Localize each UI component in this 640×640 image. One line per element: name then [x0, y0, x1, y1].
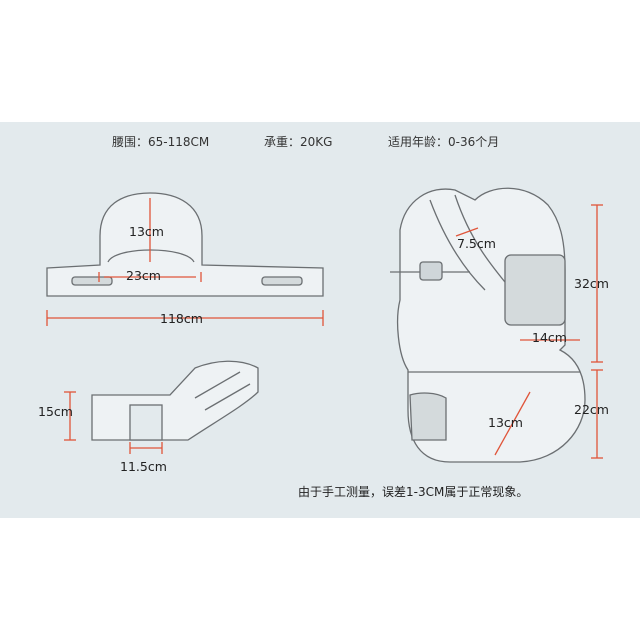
seat-height-label: 13cm [129, 224, 164, 239]
dimension-lines [46, 198, 603, 459]
measurement-note: 由于手工测量，误差1-3CM属于正常现象。 [298, 485, 529, 499]
strap-width-label: 7.5cm [457, 236, 496, 251]
stool-base-label: 11.5cm [120, 459, 167, 474]
belt-length-label: 118cm [160, 311, 203, 326]
waist-belt-drawing [46, 192, 324, 297]
panel-width-label: 14cm [532, 330, 567, 345]
load-spec: 承重：20KG [264, 135, 333, 149]
carrier-drawing [390, 187, 586, 463]
upper-height-label: 32cm [574, 276, 609, 291]
stool-diag-label: 13cm [488, 415, 523, 430]
waist-spec: 腰围：65-118CM [112, 135, 210, 149]
lower-height-label: 22cm [574, 402, 609, 417]
hip-seat-drawing [91, 360, 259, 441]
age-spec: 适用年龄：0-36个月 [388, 135, 500, 149]
seat-width-label: 23cm [126, 268, 161, 283]
stool-height-label: 15cm [38, 404, 73, 419]
